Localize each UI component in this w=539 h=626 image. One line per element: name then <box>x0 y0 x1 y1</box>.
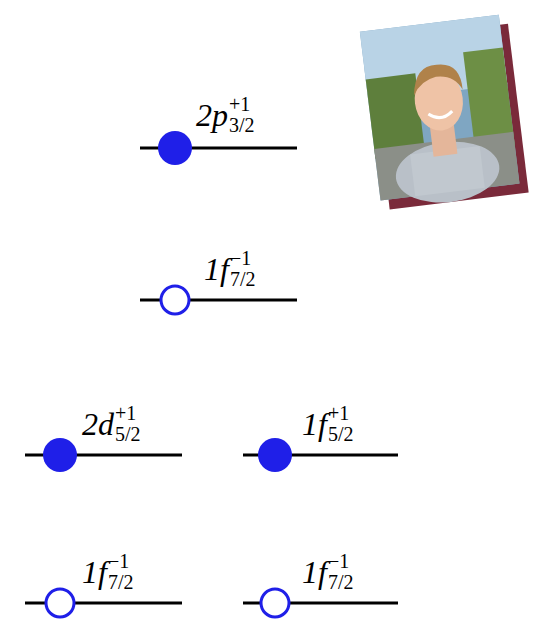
index-stack: −17/2 <box>328 551 354 593</box>
occupation-superscript: −1 <box>328 551 354 572</box>
orbital-name: 1f <box>204 253 229 285</box>
level-lines <box>25 148 398 603</box>
occupation-superscript: −1 <box>230 248 256 269</box>
level-label: 1f+15/2 <box>302 403 353 445</box>
occupation-superscript: −1 <box>108 551 134 572</box>
level-label: 2d+15/2 <box>82 403 141 445</box>
index-stack: +15/2 <box>115 403 141 445</box>
orbital-name: 2d <box>82 408 114 440</box>
angular-momentum-subscript: 3/2 <box>229 115 255 136</box>
angular-momentum-subscript: 5/2 <box>328 424 354 445</box>
orbital-name: 1f <box>82 556 107 588</box>
level-label: 1f−17/2 <box>204 248 255 290</box>
angular-momentum-subscript: 5/2 <box>115 424 141 445</box>
index-stack: +13/2 <box>229 94 255 136</box>
holes <box>46 286 289 617</box>
orbital-name: 1f <box>302 556 327 588</box>
particles <box>43 131 292 472</box>
occupation-superscript: +1 <box>115 403 141 424</box>
level-label: 1f−17/2 <box>302 551 353 593</box>
angular-momentum-subscript: 7/2 <box>230 269 256 290</box>
occupation-superscript: +1 <box>229 94 255 115</box>
orbital-name: 2p <box>196 99 228 131</box>
orbital-name: 1f <box>302 408 327 440</box>
angular-momentum-subscript: 7/2 <box>108 572 134 593</box>
angular-momentum-subscript: 7/2 <box>328 572 354 593</box>
level-label: 1f−17/2 <box>82 551 133 593</box>
portrait-photo <box>360 14 529 211</box>
occupation-superscript: +1 <box>328 403 354 424</box>
index-stack: +15/2 <box>328 403 354 445</box>
level-label: 2p+13/2 <box>196 94 255 136</box>
index-stack: −17/2 <box>108 551 134 593</box>
index-stack: −17/2 <box>230 248 256 290</box>
